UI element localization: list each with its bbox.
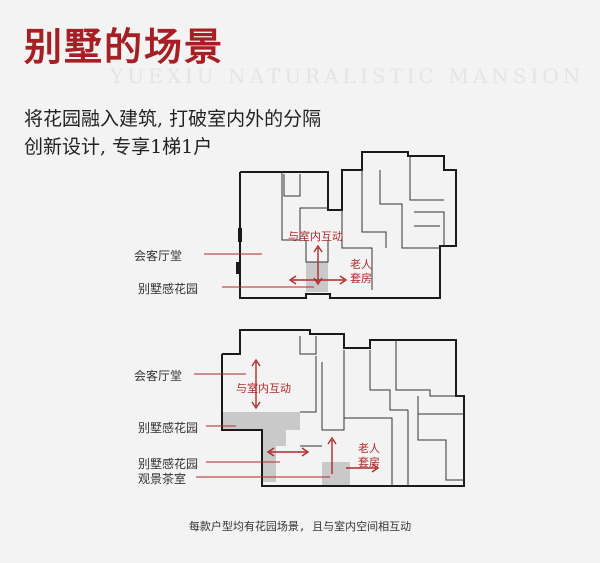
interaction-text-bottom: 与室内互动 <box>236 381 291 395</box>
interior-wall <box>379 170 440 249</box>
elder-suite-line2-top: 套房 <box>350 272 372 285</box>
interaction-arrow-garden-bottom <box>266 447 310 457</box>
interior-wall <box>369 350 408 411</box>
interaction-arrow-tea-horizontal <box>346 463 380 473</box>
tagline-line-2: 创新设计, 专享1梯1户 <box>24 136 213 158</box>
elder-suite-line1-top: 老人 <box>350 258 372 271</box>
interaction-arrow-tea-vertical <box>327 436 337 474</box>
tagline-line-1: 将花园融入建筑, 打破室内外的分隔 <box>24 108 322 130</box>
interior-wall <box>341 210 373 290</box>
interior-wall <box>281 172 328 241</box>
page-title: 别墅的场景 <box>24 24 225 69</box>
label-garden-a: 别墅感花园 <box>138 421 199 435</box>
floor-plan-bottom: 与室内互动 老人 套房 <box>194 329 465 487</box>
elder-suite-line1-bottom: 老人 <box>358 442 380 455</box>
outer-wall-top <box>239 151 457 299</box>
interior-wall <box>321 362 345 431</box>
interior-wall <box>409 156 444 201</box>
tea-room-area <box>322 462 350 486</box>
floor-plan-top: 与室内互动 老人 套房 <box>204 151 457 299</box>
interior-wall <box>305 240 329 263</box>
watermark-text: YUEXIU NATURALISTIC MANSION <box>110 64 585 88</box>
interior-wall <box>283 174 301 197</box>
interior-wall <box>395 340 464 397</box>
label-garden-top: 别墅感花园 <box>138 282 199 296</box>
interaction-text-top: 与室内互动 <box>288 229 343 243</box>
door-mark <box>238 228 242 242</box>
label-tea-room: 观景茶室 <box>138 472 187 486</box>
interior-wall <box>300 356 317 413</box>
elder-suite-line2-bottom: 套房 <box>358 456 380 469</box>
label-garden-b: 别墅感花园 <box>138 457 199 471</box>
label-hall-top: 会客厅堂 <box>134 249 183 263</box>
interaction-arrow-vertical-bottom <box>251 358 261 410</box>
interior-wall <box>417 396 464 481</box>
label-hall-bottom: 会客厅堂 <box>134 369 183 383</box>
interior-wall <box>414 211 445 246</box>
door-mark <box>236 262 241 274</box>
interior-wall <box>299 336 317 355</box>
outer-wall-bottom <box>221 329 465 487</box>
footer-caption: 每款户型均有花园场景, 且与室内空间相互动 <box>188 520 412 533</box>
interior-wall <box>343 350 393 486</box>
garden-area-top <box>306 262 328 292</box>
interaction-arrow-horizontal <box>288 275 348 285</box>
interior-wall <box>361 170 387 248</box>
